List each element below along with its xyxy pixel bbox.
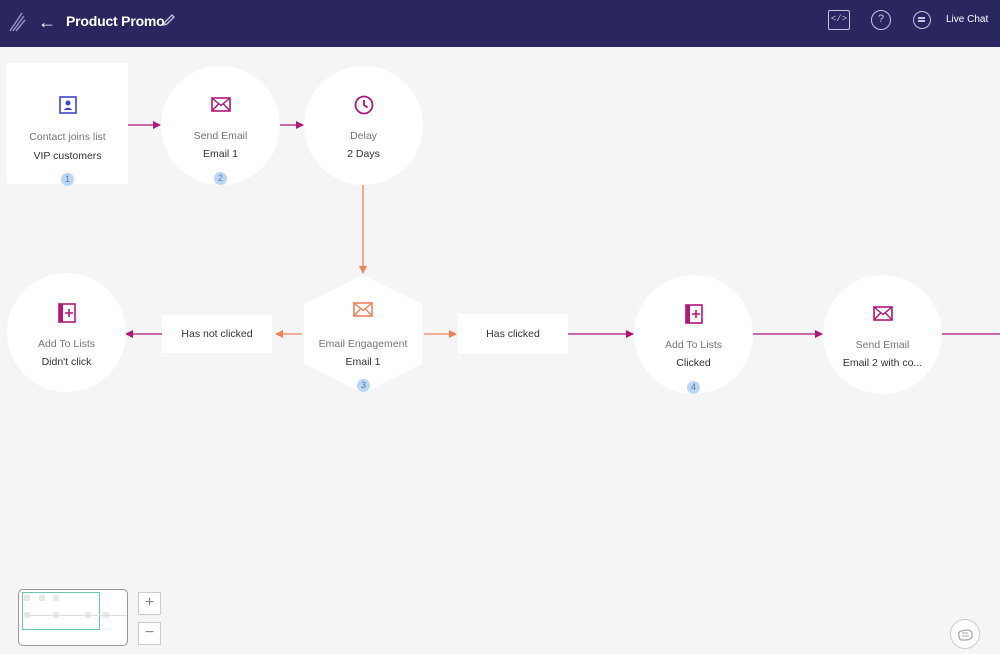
email-engagement-node[interactable]: Email Engagement Email 1 3 <box>302 273 424 395</box>
back-arrow-icon[interactable]: ← <box>38 12 56 32</box>
node-type-label: Add To Lists <box>664 339 722 351</box>
send-email-node[interactable]: Send Email Email 2 with co... <box>823 275 942 394</box>
minimap-node <box>53 595 59 601</box>
minimap-edge <box>27 615 127 616</box>
node-value-label: Email 1 <box>202 148 238 160</box>
node-type-label: Email Engagement <box>318 338 408 350</box>
clock-icon <box>354 95 373 115</box>
zoom-in-button[interactable]: + <box>138 592 161 615</box>
zoom-out-button[interactable]: − <box>138 622 161 645</box>
step-badge: 1 <box>61 173 74 186</box>
live-chat-link[interactable]: Live Chat <box>946 14 989 25</box>
contact-card-icon <box>58 96 77 114</box>
node-type-label: Add To Lists <box>37 338 95 350</box>
hand-icon <box>958 629 973 641</box>
step-badge: 2 <box>214 172 227 185</box>
add-to-list-icon <box>57 303 76 323</box>
add-to-lists-node[interactable]: Add To Lists Clicked 4 <box>634 275 753 394</box>
minimap-node <box>24 595 30 601</box>
chat-bubble-icon[interactable] <box>913 11 931 29</box>
envelope-icon <box>210 97 231 112</box>
node-type-label: Send Email <box>855 339 910 351</box>
trigger-node[interactable]: Contact joins list VIP customers 1 <box>7 63 128 186</box>
branch-not-clicked[interactable]: Has not clicked <box>162 315 272 353</box>
node-type-label: Delay <box>350 130 377 142</box>
hexagon-shape <box>304 275 422 393</box>
page-title: Product Promo <box>66 13 165 29</box>
node-value-label: VIP customers <box>33 150 102 162</box>
envelope-icon <box>872 306 893 321</box>
minimap-node <box>39 595 45 601</box>
app-logo-icon[interactable] <box>8 11 26 33</box>
envelope-icon <box>353 302 373 317</box>
minimap[interactable] <box>18 589 128 646</box>
pan-hand-button[interactable] <box>950 619 980 649</box>
send-email-node[interactable]: Send Email Email 1 2 <box>161 66 280 185</box>
pencil-icon[interactable] <box>162 13 176 27</box>
step-badge: 4 <box>687 381 700 394</box>
add-to-list-icon <box>684 304 703 324</box>
node-type-label: Contact joins list <box>29 131 106 143</box>
node-value-label: 2 Days <box>347 148 380 160</box>
add-to-lists-node[interactable]: Add To Lists Didn't click <box>7 273 126 392</box>
step-badge: 3 <box>357 379 370 392</box>
node-value-label: Clicked <box>676 357 711 369</box>
top-bar: ← Product Promo </> ? Live Chat <box>0 0 1000 47</box>
minimap-viewport[interactable] <box>22 592 100 630</box>
delay-node[interactable]: Delay 2 Days <box>304 66 423 185</box>
node-value-label: Email 2 with co... <box>842 357 923 369</box>
workflow-canvas[interactable]: Contact joins list VIP customers 1 Send … <box>0 47 1000 654</box>
branch-clicked[interactable]: Has clicked <box>458 314 568 354</box>
node-value-label: Email 1 <box>345 356 381 368</box>
node-type-label: Send Email <box>193 130 248 142</box>
help-icon[interactable]: ? <box>871 10 891 30</box>
code-embed-icon[interactable]: </> <box>828 10 850 30</box>
node-value-label: Didn't click <box>41 356 92 368</box>
workflow-edges <box>125 121 1000 338</box>
